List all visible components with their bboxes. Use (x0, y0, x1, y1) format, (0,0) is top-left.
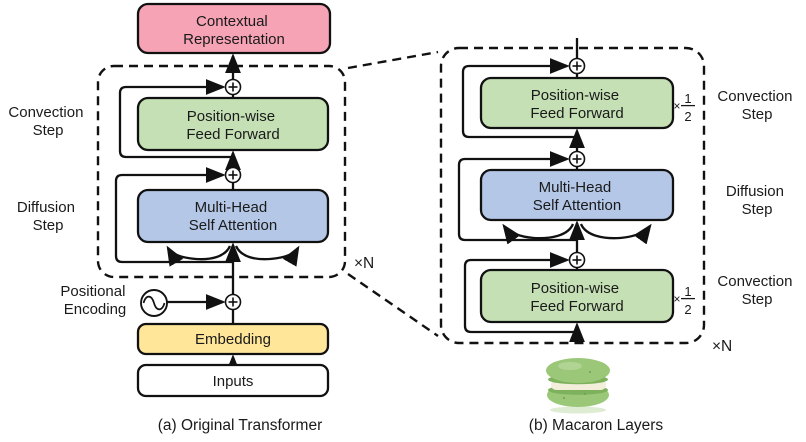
diffusion-step-label: Diffusion Step (726, 183, 788, 218)
feed-forward-bottom-label: Position-wise Feed Forward (530, 280, 623, 315)
attention-label: Multi-Head Self Attention (533, 179, 621, 214)
add-icon (568, 251, 586, 269)
convection-step-top-label: Convection Step (717, 88, 796, 123)
positional-encoding-label: Positional Encoding (60, 283, 129, 318)
attention-box (479, 168, 675, 222)
skip-connection-attn (457, 151, 577, 242)
attention-arrow-right (579, 223, 652, 245)
half-coefficient-top-label: × 1 2 (673, 91, 695, 124)
diffusion-step-label: Diffusion Step (17, 199, 79, 234)
original-transformer-diagram: Contextual Representation Position-wise … (8, 2, 374, 434)
add-icon (224, 78, 242, 96)
zoom-connector-top (347, 50, 439, 70)
feed-forward-bottom-box (479, 268, 675, 324)
feed-forward-label: Position-wise Feed Forward (186, 108, 279, 143)
inputs-box (136, 363, 330, 398)
caption-b: (b) Macaron Layers (529, 417, 664, 434)
macaron-layer-dashed-box (439, 46, 706, 345)
inputs-label: Inputs (213, 373, 254, 390)
svg-text:1: 1 (684, 91, 691, 106)
svg-text:×: × (673, 292, 680, 306)
embedding-box (136, 322, 330, 356)
attention-arrow-left (502, 223, 575, 245)
svg-text:×: × (673, 99, 680, 113)
zoom-connector-bottom (347, 273, 439, 337)
skip-connection-ffn (118, 79, 233, 159)
contextual-representation-label: Contextual Representation (183, 13, 285, 48)
attention-label: Multi-Head Self Attention (189, 199, 277, 234)
feed-forward-top-box (479, 76, 675, 130)
attention-arrow-left (166, 245, 232, 267)
repeat-n-label: ×N (354, 255, 374, 272)
add-icon (568, 57, 586, 75)
caption-a: (a) Original Transformer (158, 417, 323, 434)
convection-step-bottom-label: Convection Step (717, 273, 796, 308)
macaron-icon (546, 358, 610, 414)
feed-forward-box (136, 96, 330, 152)
repeat-n-label: ×N (712, 338, 732, 355)
skip-connection-ffn-top (461, 58, 577, 139)
svg-text:2: 2 (684, 109, 691, 124)
feed-forward-top-label: Position-wise Feed Forward (530, 87, 623, 122)
contextual-representation-box (136, 2, 332, 55)
embedding-label: Embedding (195, 331, 271, 348)
sine-wave-icon (140, 289, 168, 317)
attention-box (136, 188, 330, 244)
skip-connection-ffn-bottom (463, 252, 577, 334)
svg-text:1: 1 (684, 284, 691, 299)
add-icon (224, 166, 242, 184)
encoder-layer-dashed-box (96, 64, 347, 279)
attention-arrow-right (234, 245, 300, 267)
add-icon (224, 293, 242, 311)
svg-text:2: 2 (684, 302, 691, 317)
macaron-layers-diagram: Position-wise Feed Forward Multi-Head Se… (439, 38, 796, 434)
skip-connection-attn (114, 167, 233, 264)
half-coefficient-bottom-label: × 1 2 (673, 284, 695, 317)
add-icon (568, 150, 586, 168)
convection-step-label: Convection Step (8, 104, 87, 139)
